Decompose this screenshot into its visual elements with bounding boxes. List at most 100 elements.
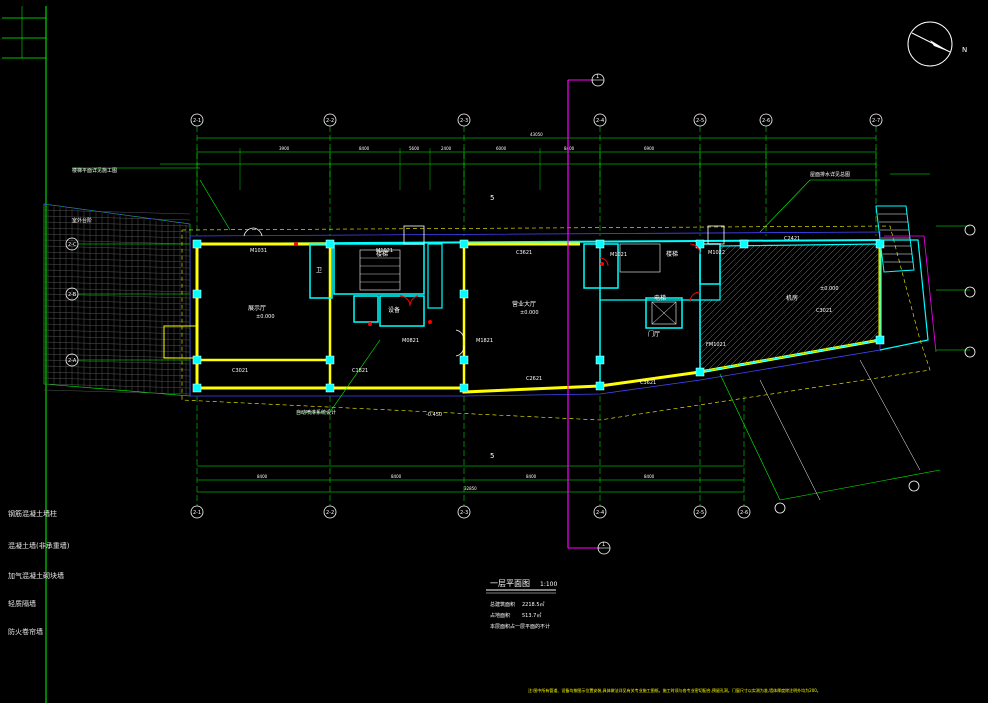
axis-label-bottom: 2-2 (326, 510, 334, 516)
legend-item: 钢筋混凝土墙柱 (8, 509, 57, 518)
column (192, 289, 202, 299)
room-labels: 展示厅 营业大厅 卫 楼梯 设备 电梯 机房 门厅 楼梯 (248, 250, 798, 338)
window-tag: C3021 (816, 308, 832, 314)
window-tag: C3021 (232, 368, 248, 374)
dimension-segment-top: 6000 (496, 146, 507, 151)
column (695, 239, 705, 249)
svg-text:N: N (962, 46, 967, 54)
column (595, 381, 605, 391)
annotation-text: 5 (490, 194, 494, 202)
door-tag: M1022 (708, 250, 725, 256)
section-marker-label: 1 (602, 542, 605, 548)
door-tag: M1021 (610, 252, 627, 258)
axis-label-top: 2-5 (696, 118, 704, 124)
structural-columns (192, 239, 885, 393)
door-tag: M1031 (250, 248, 267, 254)
stat-value: 513.7㎡ (522, 612, 541, 619)
axis-label-top: 2-3 (460, 118, 468, 124)
column (325, 355, 335, 365)
column (595, 239, 605, 249)
stat-label: 占地面积 (490, 612, 510, 619)
axis-label-top: 2-4 (596, 118, 604, 124)
axis-label-left: 2-C (68, 242, 77, 248)
column (875, 335, 885, 345)
annotation-text: 屋面排水详见总图 (810, 171, 850, 178)
window-tag: C3621 (516, 250, 532, 256)
axis-label-bottom: 2-3 (460, 510, 468, 516)
column (192, 239, 202, 249)
opening-tags: M1031 M1021 M0821 M1021 M1821 M1022 FM10… (232, 236, 832, 386)
annotation-text: 5 (490, 452, 494, 460)
dimension-segment-bottom: 8400 (526, 474, 537, 479)
exterior-stair (875, 205, 937, 353)
axis-label-bottom: 2-4 (596, 510, 604, 516)
room-label: 展示厅 (248, 305, 266, 312)
annotation-text: 自动喷淋系统设计 (296, 409, 336, 416)
column (325, 239, 335, 249)
drawing-note: 本层面积占一层平面的不计 (490, 623, 550, 630)
section-lines (567, 79, 600, 549)
axis-label-bottom: 2-6 (740, 510, 748, 516)
stat-label: 总建筑面积 (490, 601, 515, 608)
column (192, 355, 202, 365)
room-label: 机房 (786, 294, 798, 302)
interior-partitions (163, 225, 725, 374)
column (459, 383, 469, 393)
dimension-segment-top: 8400 (564, 146, 575, 151)
column (695, 367, 705, 377)
legend-item: 加气混凝土砌块墙 (8, 571, 64, 580)
legend: 钢筋混凝土墙柱 混凝土墙(非承重墙) 加气混凝土砌块墙 轻质隔墙 防火卷帘墙 (8, 509, 70, 636)
room-label: 电梯 (654, 294, 666, 302)
annotation-text: 室外台阶 (72, 217, 92, 224)
column (459, 289, 469, 299)
column (739, 239, 749, 249)
dimension-segment-top: 3900 (279, 146, 290, 151)
section-marker-label: 1 (596, 74, 599, 80)
axis-label-bottom: 2-5 (696, 510, 704, 516)
dimension-segment-bottom: 8400 (391, 474, 402, 479)
dimension-segment-top: 8400 (359, 146, 370, 151)
legend-item: 轻质隔墙 (8, 599, 36, 608)
axis-label-left: 2-A (68, 358, 77, 364)
annotation-text: -0.450 (426, 412, 442, 418)
section-markers: 1 1 (591, 73, 611, 555)
drawing-title: 一层平面图 (490, 579, 530, 588)
column (459, 239, 469, 249)
room-label: 楼梯 (376, 250, 388, 258)
annotation-text: ±0.000 (820, 286, 839, 292)
leader-lines (72, 163, 930, 413)
window-tag: C1821 (352, 368, 368, 374)
axis-label-top: 2-2 (326, 118, 334, 124)
legend-item: 混凝土墙(非承重墙) (8, 541, 70, 550)
dimension-segment-top: 2400 (441, 146, 452, 151)
door-tag: M1021 (376, 248, 393, 254)
dimension-overall-top: 43050 (530, 132, 543, 137)
dimension-overall-bottom: 32850 (464, 486, 477, 491)
dimension-segment-top: 5600 (409, 146, 420, 151)
room-label: 门厅 (648, 330, 660, 338)
annotations: 楼梯平面详见施工图 自动喷淋系统设计 -0.450 ±0.000 ±0.000 … (72, 167, 850, 460)
dimension-segment-top: 6900 (644, 146, 655, 151)
north-arrow-icon: N (907, 21, 967, 67)
annotation-text: 楼梯平面详见施工图 (72, 167, 117, 174)
drawing-title-block: 一层平面图 1:100 总建筑面积 2218.5㎡ 占地面积 513.7㎡ 本层… (486, 579, 557, 630)
annotation-text: ±0.000 (256, 314, 275, 320)
drawing-scale: 1:100 (540, 581, 557, 588)
footer-note: 注:图中所有管道、设备均按图示位置安装,具体做法详见有关专业施工图纸。施工时须与… (528, 687, 821, 693)
door-swings (243, 227, 701, 357)
door-tag: FM1021 (706, 342, 726, 348)
dimension-lines: 43050 3900 8400 5600 2400 6000 8400 6900 32850 84… (196, 132, 877, 493)
room-label: 卫 (316, 267, 322, 274)
axis-label-top: 2-6 (762, 118, 770, 124)
axis-label-top: 2-1 (193, 118, 201, 124)
dimension-segment-bottom: 8400 (257, 474, 268, 479)
legend-item: 防火卷帘墙 (8, 627, 43, 636)
stat-value: 2218.5㎡ (522, 601, 545, 608)
door-tag: M0821 (402, 338, 419, 344)
skewed-axis-grid (719, 224, 976, 514)
room-label: 楼梯 (666, 250, 678, 258)
axis-label-bottom: 2-1 (193, 510, 201, 516)
window-tag: C2421 (784, 236, 800, 242)
room-label: 营业大厅 (512, 300, 536, 308)
